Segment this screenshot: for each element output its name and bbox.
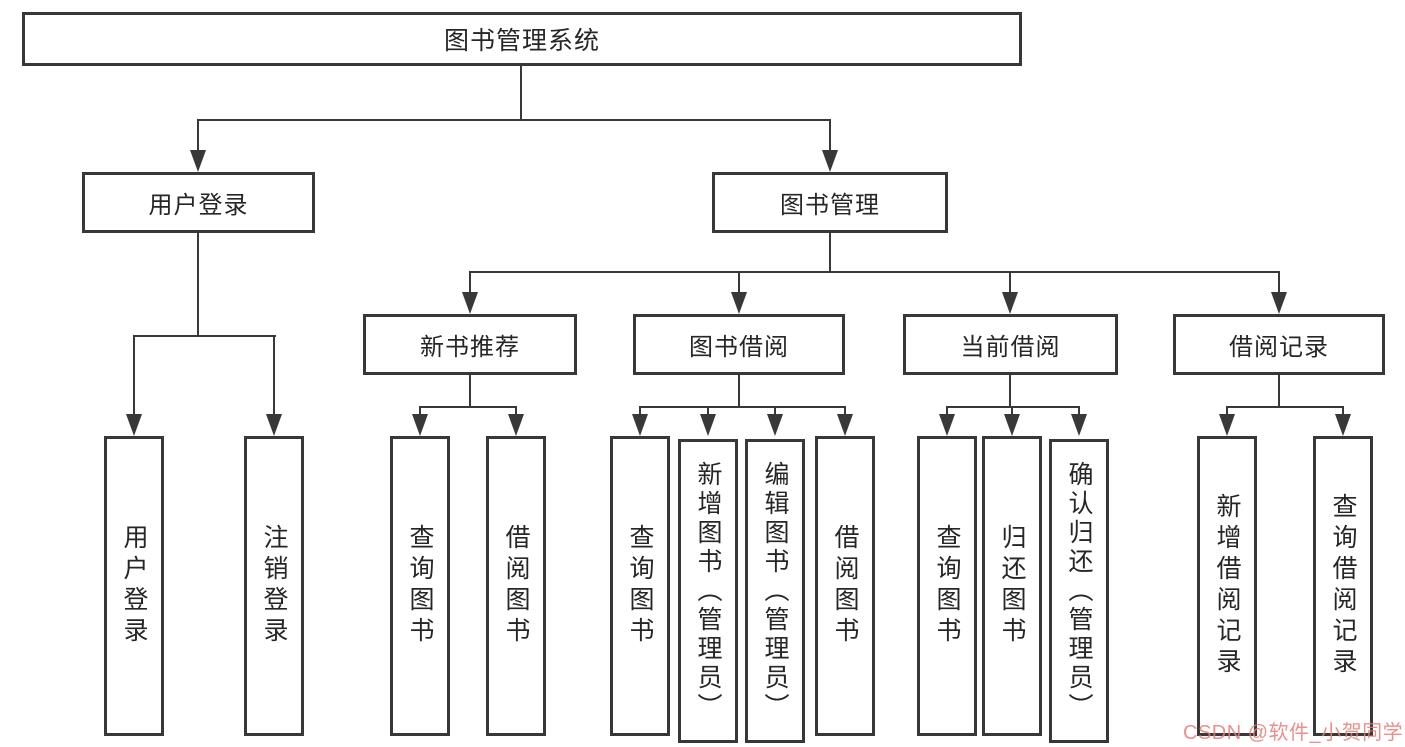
leaf-query-book-3: 查询图书 (917, 436, 977, 736)
node-borrowing-records: 借阅记录 (1173, 314, 1385, 375)
leaf-label: 借阅图书 (831, 524, 859, 648)
leaf-label: 新增借阅记录 (1213, 493, 1241, 679)
connector-book-borrow-stem (738, 373, 740, 408)
node-label: 图书管理 (780, 192, 880, 219)
connector-user-login-stem (197, 231, 199, 337)
connector-borrow-record-rail (1226, 406, 1344, 408)
node-label: 用户登录 (148, 192, 249, 219)
connector-arrow-leaf-logout (266, 335, 282, 436)
leaf-add-book-admin: 新增图书（管理员） (678, 439, 738, 743)
connector-book-management-stem (829, 231, 831, 273)
node-label: 图书管理系统 (443, 27, 600, 55)
connector-arrow-borrow-book-2 (837, 406, 853, 436)
node-book-borrowing: 图书借阅 (633, 314, 845, 375)
connector-root-stem (520, 64, 522, 121)
node-user-login: 用户登录 (82, 172, 315, 233)
leaf-label: 新增图书（管理员） (694, 460, 722, 722)
leaf-return-book: 归还图书 (982, 436, 1042, 736)
connector-arrow-user-login (190, 119, 206, 172)
connector-arrow-add-book (700, 406, 716, 436)
leaf-label: 查询图书 (406, 524, 434, 648)
connector-user-login-rail (133, 335, 276, 337)
connector-arrow-return-book (1004, 406, 1020, 436)
connector-new-book-rec-rail (419, 406, 517, 408)
node-label: 当前借阅 (960, 334, 1061, 361)
connector-arrow-borrow-record (1271, 271, 1287, 314)
leaf-query-book-2: 查询图书 (610, 436, 670, 736)
node-label: 图书借阅 (689, 334, 789, 361)
connector-root-rail (197, 119, 831, 121)
connector-arrow-query-book-3 (939, 406, 955, 436)
leaf-label: 查询图书 (626, 524, 654, 648)
connector-arrow-query-book-1 (412, 406, 428, 436)
node-current-borrowing: 当前借阅 (903, 314, 1118, 375)
connector-book-borrow-rail (639, 406, 846, 408)
leaf-label: 查询借阅记录 (1329, 493, 1357, 679)
node-library-management-system: 图书管理系统 (22, 12, 1022, 66)
connector-arrow-new-book-rec (462, 271, 478, 314)
leaf-logout: 注销登录 (244, 436, 304, 736)
leaf-confirm-return-admin: 确认归还（管理员） (1049, 439, 1109, 743)
connector-book-management-rail (469, 271, 1280, 273)
connector-arrow-book-borrow (731, 271, 747, 314)
connector-arrow-edit-book (767, 406, 783, 436)
connector-arrow-book-management (822, 119, 838, 172)
node-book-management: 图书管理 (712, 172, 948, 233)
leaf-add-borrow-record: 新增借阅记录 (1197, 436, 1257, 736)
leaf-label: 注销登录 (260, 524, 288, 648)
leaf-label: 查询图书 (933, 524, 961, 648)
connector-borrow-record-stem (1278, 373, 1280, 408)
leaf-label: 借阅图书 (502, 524, 530, 648)
connector-current-borrow-stem (1009, 373, 1011, 408)
connector-arrow-query-borrow-record (1335, 406, 1351, 436)
connector-arrow-confirm-return (1071, 406, 1087, 436)
leaf-label: 归还图书 (998, 524, 1026, 648)
connector-arrow-leaf-user-login (126, 335, 142, 436)
connector-arrow-add-borrow-record (1219, 406, 1235, 436)
connector-arrow-current-borrow (1002, 271, 1018, 314)
leaf-borrow-book-1: 借阅图书 (486, 436, 546, 736)
leaf-label: 用户登录 (120, 524, 148, 648)
connector-arrow-query-book-2 (632, 406, 648, 436)
leaf-user-login: 用户登录 (104, 436, 164, 736)
connector-arrow-borrow-book-1 (508, 406, 524, 436)
connector-current-borrow-rail (946, 406, 1080, 408)
leaf-edit-book-admin: 编辑图书（管理员） (745, 439, 805, 743)
node-label: 借阅记录 (1229, 334, 1329, 361)
connector-new-book-rec-stem (469, 373, 471, 408)
node-label: 新书推荐 (420, 334, 520, 361)
node-new-book-recommendation: 新书推荐 (363, 314, 577, 375)
leaf-label: 编辑图书（管理员） (761, 460, 789, 722)
csdn-watermark: CSDN @软件_小贺同学 (1183, 722, 1404, 744)
leaf-borrow-book-2: 借阅图书 (815, 436, 875, 736)
leaf-query-borrow-record: 查询借阅记录 (1313, 436, 1373, 736)
leaf-label: 确认归还（管理员） (1065, 460, 1093, 722)
leaf-query-book-1: 查询图书 (390, 436, 450, 736)
